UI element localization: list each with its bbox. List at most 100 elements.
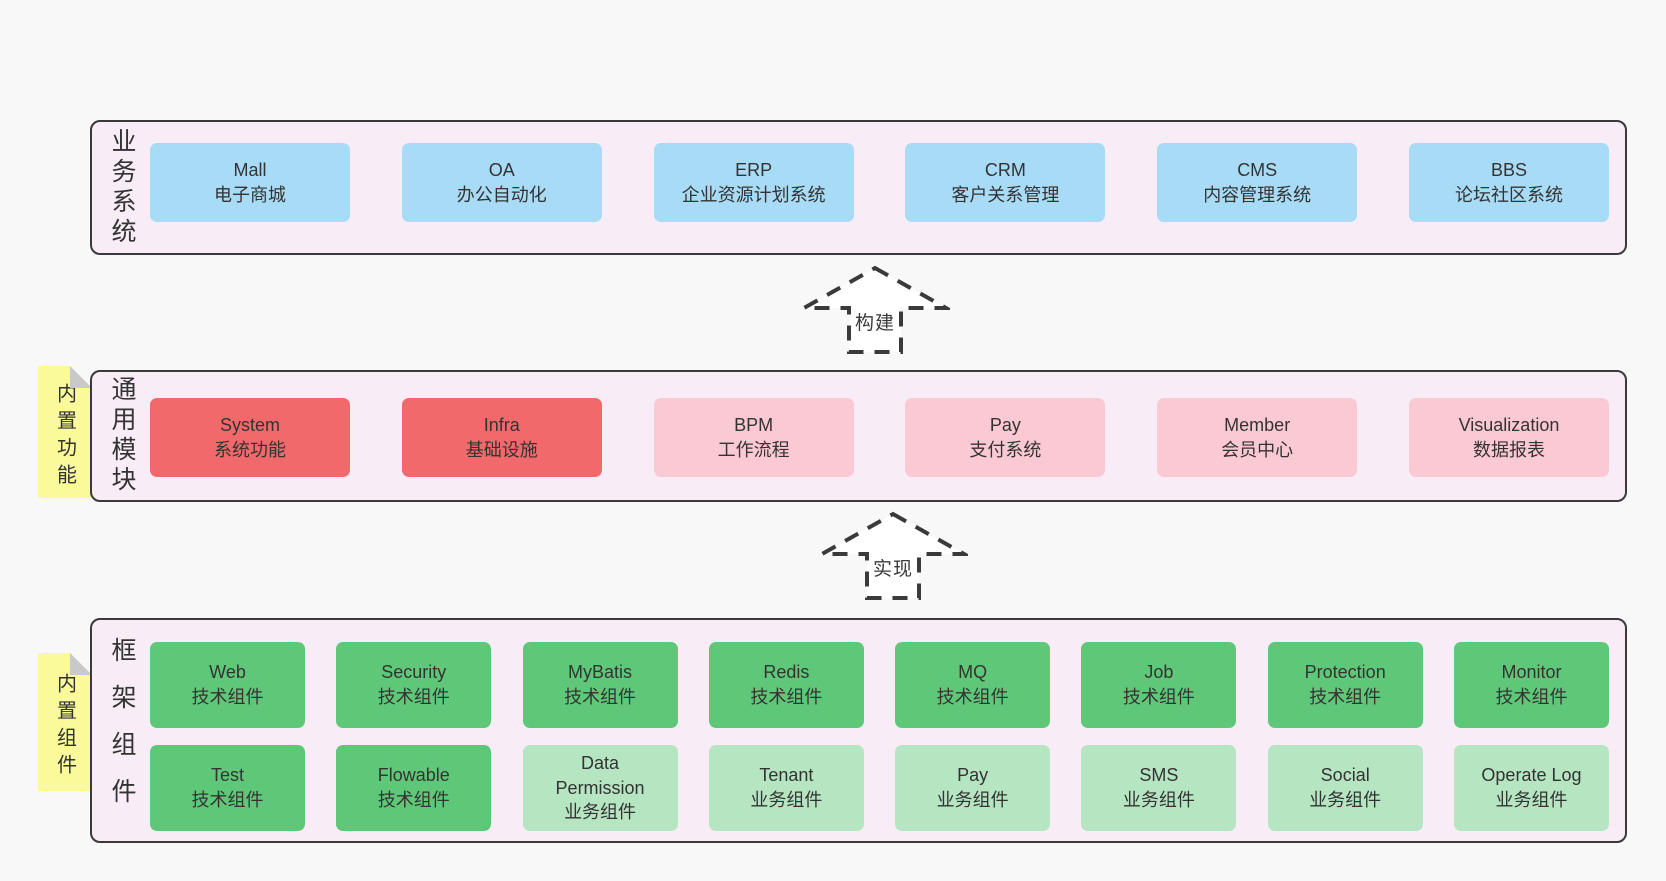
box-title: Security: [381, 662, 447, 683]
sticky-note-label: 内置组件: [53, 673, 76, 781]
module-box-system: System 系统功能: [150, 398, 350, 477]
component-box-redis: Redis 技术组件: [708, 642, 864, 728]
module-box-visualization: Visualization 数据报表: [1408, 398, 1609, 477]
box-title: Flowable: [377, 765, 450, 786]
component-box-security: Security 技术组件: [336, 642, 492, 728]
component-box-job: Job 技术组件: [1081, 642, 1237, 728]
common-modules-row: System 系统功能 Infra 基础设施 BPM 工作流程 Pay 支付系统…: [150, 398, 1609, 477]
framework-components-row-2: Test 技术组件 Flowable 技术组件 Data Permission …: [150, 745, 1609, 831]
box-title: Visualization: [1458, 414, 1560, 435]
component-box-data-permission: Data Permission 业务组件: [522, 745, 678, 831]
module-box-infra: Infra 基础设施: [401, 398, 602, 477]
component-box-pay: Pay 业务组件: [895, 745, 1051, 831]
box-subtitle: 技术组件: [191, 790, 264, 810]
module-box-bpm: BPM 工作流程: [653, 398, 854, 477]
box-title: Monitor: [1501, 662, 1562, 683]
box-subtitle: 技术组件: [1495, 687, 1568, 707]
box-subtitle: 电子商城: [214, 184, 286, 205]
box-title: BPM: [734, 414, 774, 435]
box-title: Test: [210, 765, 244, 786]
component-box-mybatis: MyBatis 技术组件: [522, 642, 678, 728]
box-subtitle: 支付系统: [969, 439, 1042, 460]
box-subtitle: 论坛社区系统: [1454, 184, 1563, 205]
component-box-web: Web 技术组件: [150, 642, 305, 728]
box-title: Infra: [483, 414, 520, 435]
component-box-test: Test 技术组件: [150, 745, 305, 831]
box-title: Social: [1320, 765, 1370, 786]
sticky-note-built-in-features: 内置功能: [38, 366, 92, 498]
module-box-erp: ERP 企业资源计划系统: [653, 143, 854, 222]
box-title: Tenant: [759, 765, 814, 786]
panel-label-common-modules: 通用模块: [108, 376, 136, 496]
box-title: System: [219, 414, 280, 435]
panel-business-systems: 业务系统 Mall 电子商城 OA 办公自动化 ERP 企业资源计划系统 CRM…: [90, 120, 1627, 255]
module-box-pay-system: Pay 支付系统: [905, 398, 1106, 477]
box-subtitle: 企业资源计划系统: [681, 184, 826, 205]
box-title: Mall: [233, 159, 267, 180]
module-box-bbs: BBS 论坛社区系统: [1408, 143, 1609, 222]
component-box-monitor: Monitor 技术组件: [1453, 642, 1609, 728]
box-subtitle: 业务组件: [936, 790, 1009, 810]
box-subtitle: 技术组件: [377, 687, 450, 707]
component-box-sms: SMS 业务组件: [1081, 745, 1237, 831]
box-title: Pay: [989, 414, 1021, 435]
box-title: BBS: [1490, 159, 1527, 180]
box-title: Pay: [957, 765, 989, 786]
box-subtitle: 技术组件: [377, 790, 450, 810]
module-box-crm: CRM 客户关系管理: [905, 143, 1106, 222]
arrow-label-implement: 实现: [869, 554, 917, 581]
up-arrow-build: 构建: [800, 264, 950, 356]
box-title: ERP: [735, 159, 773, 180]
panel-common-modules: 通用模块 System 系统功能 Infra 基础设施 BPM 工作流程 Pay…: [90, 370, 1627, 502]
component-box-operate-log: Operate Log 业务组件: [1453, 745, 1609, 831]
box-title: Data Permission: [555, 752, 645, 798]
box-subtitle: 技术组件: [936, 687, 1009, 707]
module-box-oa: OA 办公自动化: [401, 143, 602, 222]
sticky-note-built-in-components: 内置组件: [38, 653, 92, 791]
box-title: MyBatis: [568, 662, 633, 683]
component-box-flowable: Flowable 技术组件: [336, 745, 492, 831]
box-subtitle: 业务组件: [1122, 790, 1195, 810]
box-title: MQ: [958, 662, 988, 683]
box-subtitle: 技术组件: [1309, 687, 1382, 707]
component-box-mq: MQ 技术组件: [895, 642, 1051, 728]
module-box-mall: Mall 电子商城: [150, 143, 350, 222]
box-title: CMS: [1237, 159, 1278, 180]
box-subtitle: 系统功能: [214, 439, 286, 460]
box-subtitle: 客户关系管理: [951, 184, 1060, 205]
box-subtitle: 技术组件: [564, 687, 637, 707]
component-box-social: Social 业务组件: [1267, 745, 1423, 831]
box-title: Job: [1144, 662, 1174, 683]
box-subtitle: 基础设施: [465, 439, 538, 460]
up-arrow-implement: 实现: [818, 510, 968, 602]
box-subtitle: 业务组件: [1495, 790, 1568, 810]
box-title: SMS: [1139, 765, 1179, 786]
arrow-label-build: 构建: [851, 308, 899, 335]
box-subtitle: 技术组件: [191, 687, 264, 707]
box-subtitle: 会员中心: [1221, 439, 1294, 460]
sticky-note-label: 内置功能: [53, 383, 76, 491]
box-title: Operate Log: [1481, 765, 1582, 786]
box-subtitle: 技术组件: [750, 687, 823, 707]
framework-components-row-1: Web 技术组件 Security 技术组件 MyBatis 技术组件 Redi…: [150, 642, 1609, 728]
component-box-protection: Protection 技术组件: [1267, 642, 1423, 728]
component-box-tenant: Tenant 业务组件: [708, 745, 864, 831]
box-title: Protection: [1304, 662, 1386, 683]
box-title: Redis: [763, 662, 810, 683]
panel-label-framework-components: 框架组件: [108, 636, 136, 825]
business-systems-row: Mall 电子商城 OA 办公自动化 ERP 企业资源计划系统 CRM 客户关系…: [150, 143, 1609, 222]
box-title: Web: [209, 662, 246, 683]
panel-label-business-systems: 业务系统: [108, 127, 136, 248]
box-title: CRM: [984, 159, 1026, 180]
box-subtitle: 业务组件: [564, 802, 637, 823]
box-subtitle: 办公自动化: [456, 184, 547, 205]
box-subtitle: 工作流程: [717, 439, 790, 460]
module-box-member: Member 会员中心: [1157, 398, 1358, 477]
box-subtitle: 数据报表: [1472, 439, 1545, 460]
box-subtitle: 技术组件: [1122, 687, 1195, 707]
box-subtitle: 业务组件: [1309, 790, 1382, 810]
box-title: OA: [488, 159, 515, 180]
box-title: Member: [1224, 414, 1291, 435]
box-subtitle: 内容管理系统: [1203, 184, 1312, 205]
